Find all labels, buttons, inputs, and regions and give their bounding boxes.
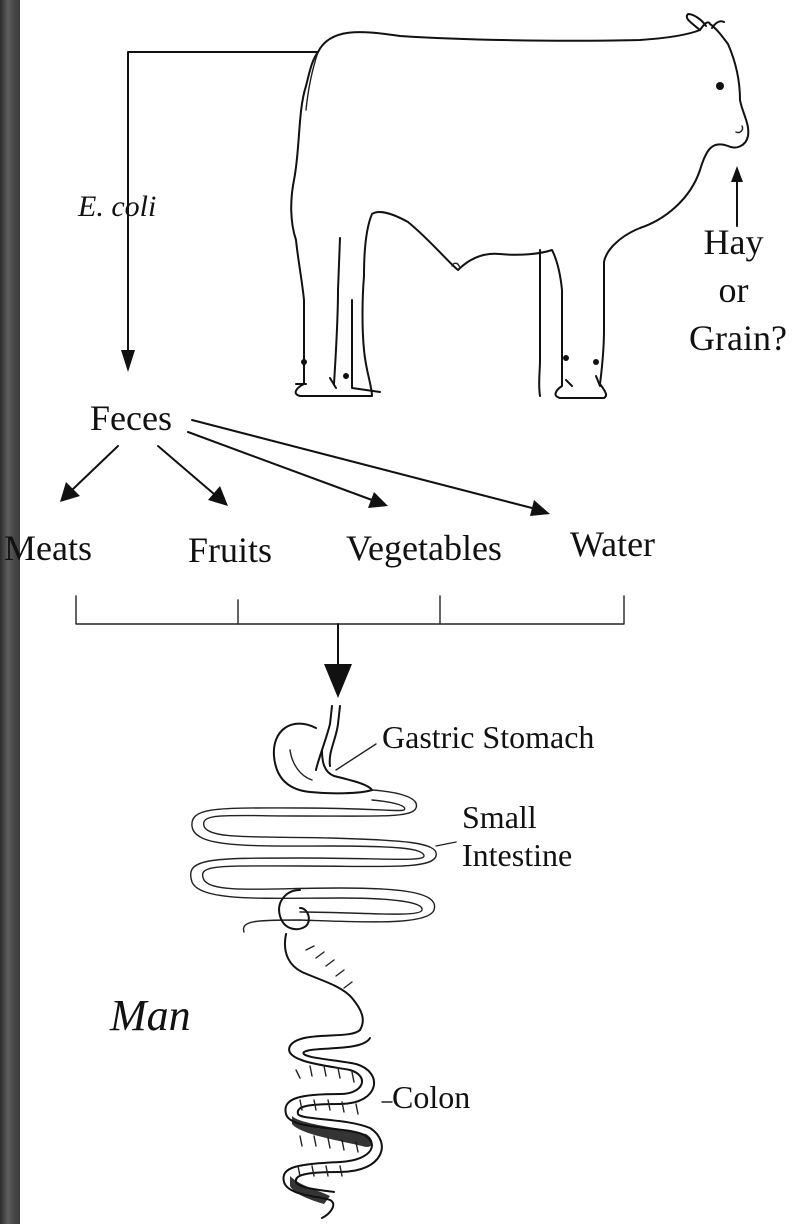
stomach-drawing xyxy=(274,706,372,793)
cecum-drawing xyxy=(279,890,363,1030)
feed-label-line-2: or xyxy=(719,270,749,310)
colon-label: Colon xyxy=(392,1079,470,1115)
food-meats: Meats xyxy=(4,528,92,568)
organ-leader-lines xyxy=(336,744,456,1102)
cow-illustration xyxy=(291,14,748,398)
food-water: Water xyxy=(570,524,655,564)
stomach-label: Gastric Stomach xyxy=(382,719,594,755)
feed-arrow xyxy=(731,166,743,226)
small-intestine-label: Small Intestine xyxy=(462,799,572,873)
small-intestine-label-line-1: Small xyxy=(462,799,537,835)
food-fruits: Fruits xyxy=(188,530,272,570)
host-label: Man xyxy=(109,991,191,1040)
digestive-tract-illustration xyxy=(191,706,437,1218)
foods-bracket xyxy=(76,596,624,698)
ecoli-label: E. coli xyxy=(77,190,156,223)
small-intestine-label-line-2: Intestine xyxy=(462,837,572,873)
colon-drawing xyxy=(283,1030,381,1218)
feed-label-line-3: Grain? xyxy=(689,318,787,358)
feces-label: Feces xyxy=(90,398,172,438)
small-intestine-drawing xyxy=(191,790,437,932)
feed-label-line-1: Hay xyxy=(704,222,764,262)
feed-label: Hay or Grain? xyxy=(689,222,787,358)
food-vegetables: Vegetables xyxy=(346,528,502,568)
